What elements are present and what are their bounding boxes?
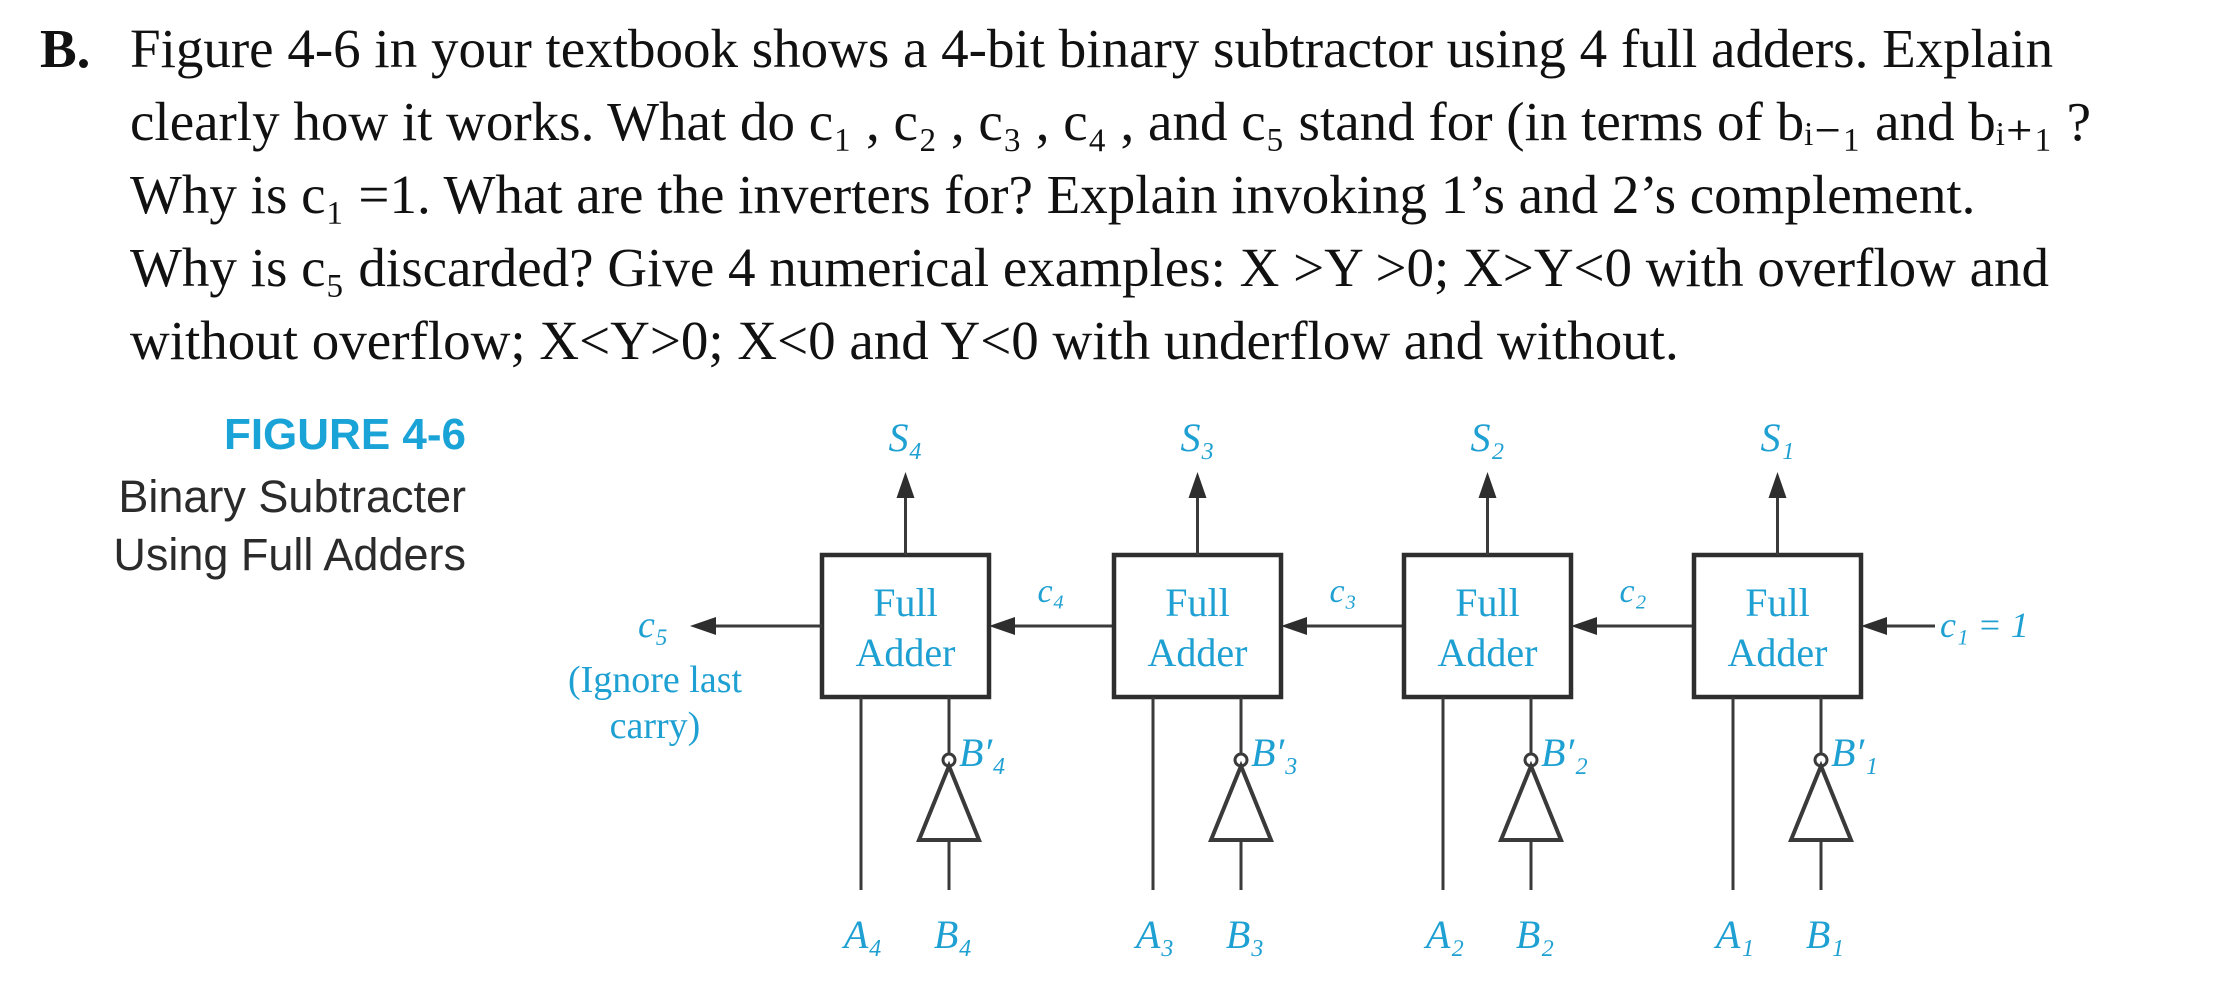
question-line: without overflow; X<Y>0; X<0 and Y<0 wit… <box>130 310 1679 371</box>
sum-output-arrow <box>1768 472 1787 498</box>
full-adder-label: Adder <box>1438 630 1538 675</box>
full-adder-box <box>1401 552 1574 700</box>
b-input-label: B₂ <box>1516 912 1554 957</box>
full-adder-label: Full <box>1165 580 1229 625</box>
a-input-label: A₄ <box>841 912 882 957</box>
question-line: Why is c₅ discarded? Give 4 numerical ex… <box>130 237 2050 298</box>
full-adder-label: Full <box>1455 580 1519 625</box>
ignore-carry-note: (Ignore last <box>568 659 743 701</box>
carry-out-label: c₅ <box>638 604 668 646</box>
question-line: clearly how it works. What do c₁ , c₂ , … <box>130 91 2092 152</box>
carry-label: c₄ <box>1038 573 1065 610</box>
question-body: Figure 4-6 in your textbook shows a 4-bi… <box>130 12 2220 377</box>
figure-caption: Binary Subtracter Using Full Adders <box>113 468 466 584</box>
full-adder-label: Adder <box>1728 630 1828 675</box>
sum-output-arrow <box>1478 472 1497 498</box>
inverter-icon <box>1208 760 1274 842</box>
question-text: B. Figure 4-6 in your textbook shows a 4… <box>40 12 2220 377</box>
sum-label: S₂ <box>1471 415 1505 460</box>
inverter-icon <box>1498 760 1564 842</box>
carry-arrow <box>1281 617 1307 635</box>
b-complement-label: B′₄ <box>959 730 1006 775</box>
inverter-icon <box>1788 760 1854 842</box>
question-line: Why is c₁ =1. What are the inverters for… <box>130 164 1976 225</box>
full-adder-label: Adder <box>856 630 956 675</box>
full-adder-box <box>1111 552 1284 700</box>
ignore-carry-note: carry) <box>610 705 701 747</box>
figure-caption-line: Binary Subtracter <box>118 471 466 522</box>
a-input-label: A₁ <box>1713 912 1754 957</box>
sum-output-arrow <box>896 472 915 498</box>
full-adder-box <box>819 552 992 700</box>
carry-arrow <box>989 617 1015 635</box>
sum-output-arrow <box>1188 472 1207 498</box>
b-complement-label: B′₂ <box>1541 730 1588 775</box>
full-adder-box <box>1691 552 1864 700</box>
a-input-label: A₃ <box>1133 912 1174 957</box>
sum-label: S₁ <box>1761 415 1795 460</box>
sum-label: S₄ <box>889 415 923 460</box>
carry-out-arrow <box>690 617 716 635</box>
b-input-label: B₃ <box>1226 912 1264 957</box>
question-line: Figure 4-6 in your textbook shows a 4-bi… <box>130 18 2054 79</box>
carry-arrow <box>1571 617 1597 635</box>
figure-caption-line: Using Full Adders <box>113 529 466 580</box>
full-adder-label: Full <box>1745 580 1809 625</box>
full-adder-label: Adder <box>1148 630 1248 675</box>
b-complement-label: B′₃ <box>1251 730 1298 775</box>
b-input-label: B₁ <box>1806 912 1844 957</box>
a-input-label: A₂ <box>1423 912 1464 957</box>
full-adder-label: Full <box>873 580 937 625</box>
sum-label: S₃ <box>1181 415 1215 460</box>
carry-in-label: c₁ = 1 <box>1940 605 2029 645</box>
question-label: B. <box>40 18 91 79</box>
carry-in-arrow <box>1861 617 1887 635</box>
figure-number: FIGURE 4-6 <box>223 410 466 459</box>
inverter-icon <box>916 760 982 842</box>
b-input-label: B₄ <box>934 912 972 957</box>
carry-label: c₃ <box>1330 573 1357 610</box>
b-complement-label: B′₁ <box>1831 730 1878 775</box>
carry-label: c₂ <box>1620 573 1647 610</box>
